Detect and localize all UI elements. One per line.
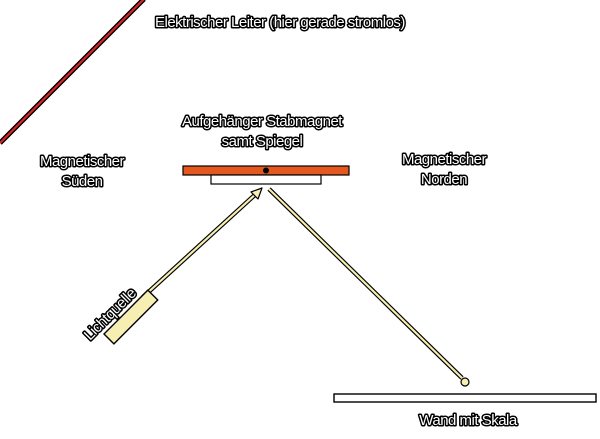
north-label-line2: Norden — [421, 171, 467, 188]
pivot-point — [263, 167, 269, 174]
conductor-label: Elektrischer Leiter (hier gerade stromlo… — [155, 14, 405, 31]
wall-label: Wand mit Skala — [419, 412, 518, 429]
magnet-label-line1: Aufgehänger Stabmagnet — [182, 113, 343, 130]
north-label-line1: Magnetischer — [402, 151, 487, 168]
south-label-line1: Magnetischer — [40, 153, 125, 170]
incident-arrowhead — [250, 187, 263, 200]
electrical-conductor — [0, 0, 146, 145]
south-label-line2: Süden — [62, 173, 103, 190]
light-source-lamp — [103, 289, 159, 345]
incident-light-beam — [141, 187, 263, 299]
wall-with-scale — [333, 393, 597, 403]
bar-magnet — [182, 165, 350, 176]
mirror — [210, 174, 322, 185]
reflected-beam-end — [460, 377, 470, 387]
reflected-light-beam — [267, 187, 470, 387]
magnet-label-line2: samt Spiegel — [222, 133, 303, 150]
